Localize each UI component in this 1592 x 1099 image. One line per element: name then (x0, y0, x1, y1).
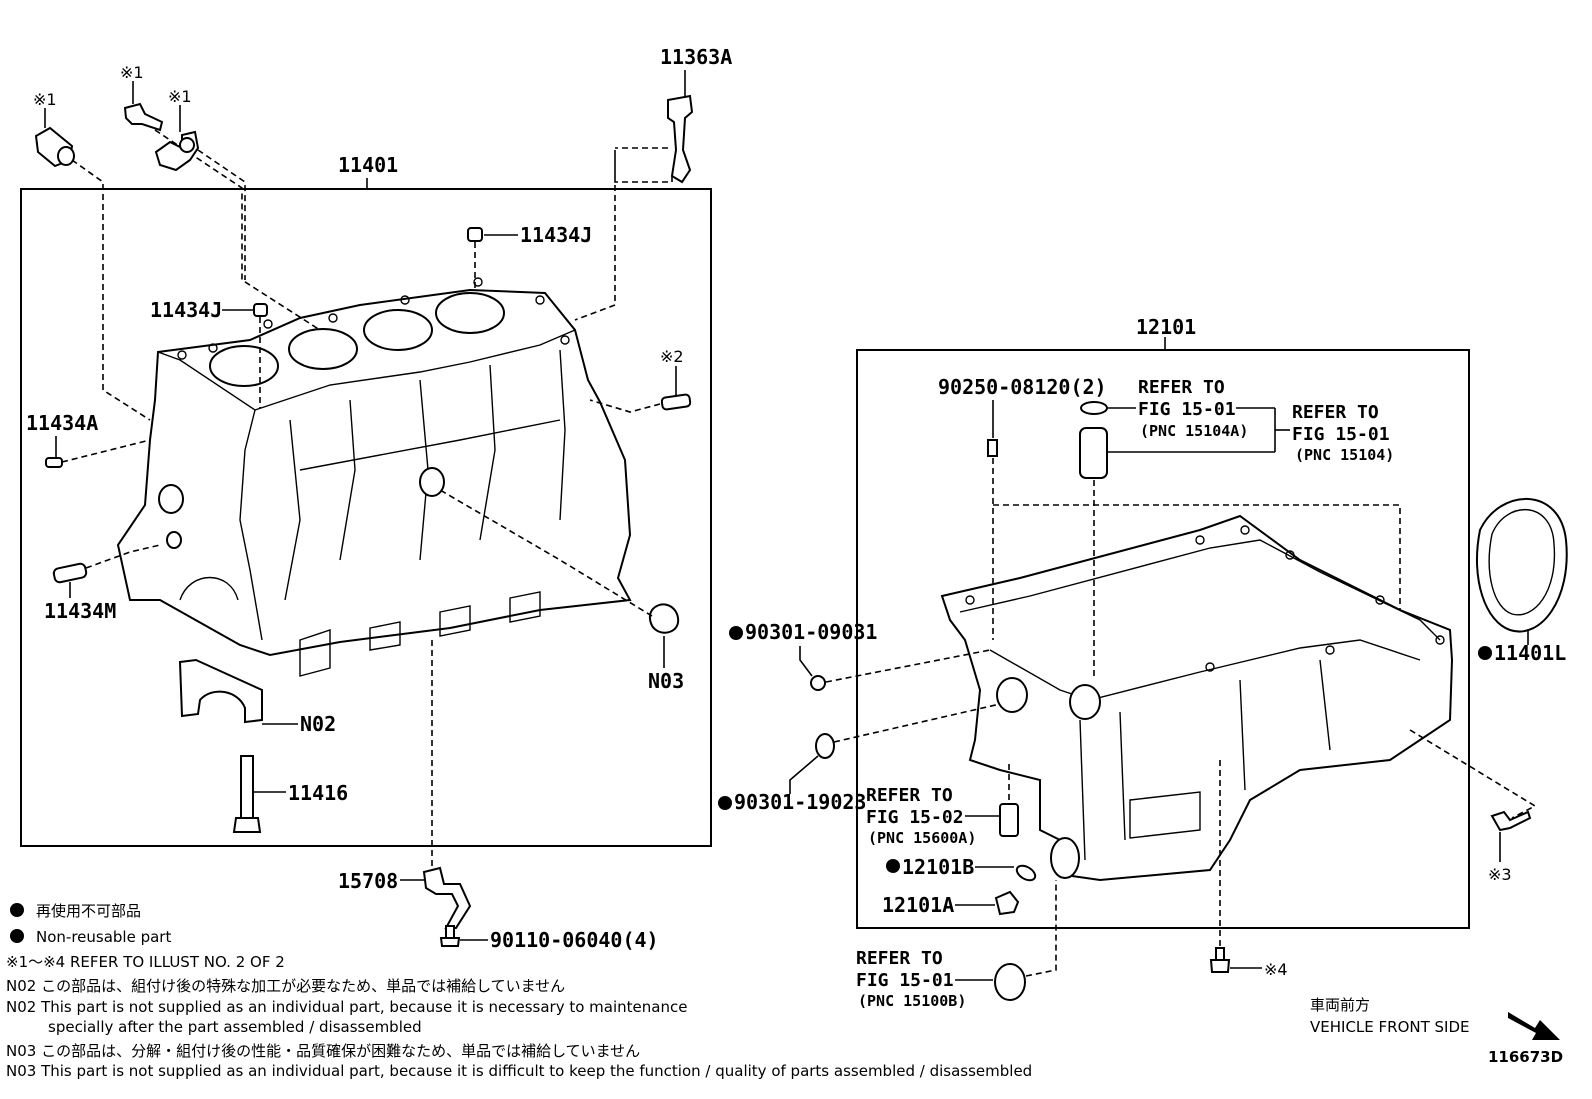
label-12101a[interactable]: 12101A (882, 893, 954, 917)
bolt-part-4 (1209, 947, 1231, 973)
filter-union (999, 803, 1019, 837)
bolt-90110 (439, 925, 461, 947)
plug-n03 (648, 603, 680, 634)
bolt-part-1 (123, 102, 164, 132)
oil-nozzle-15708 (422, 866, 472, 929)
label-90250[interactable]: 90250-08120(2) (938, 375, 1107, 399)
oil-strainer (1079, 427, 1108, 479)
legend: 再使用不可部品 Non-reusable part ※1～※4 REFER TO… (6, 902, 1032, 1080)
front-side-en: VEHICLE FRONT SIDE (1310, 1018, 1470, 1036)
label-n03[interactable]: N03 (648, 669, 684, 693)
legend-non-reusable-jp: 再使用不可部品 (36, 902, 141, 920)
label-11434m[interactable]: 11434M (44, 599, 116, 623)
legend-dot-jp (10, 903, 24, 917)
non-reusable-dot-4 (1478, 646, 1492, 660)
label-11401l[interactable]: 11401L (1494, 641, 1566, 665)
pin-11434m (52, 562, 88, 584)
front-side-jp: 車両前方 (1310, 996, 1370, 1014)
label-90110[interactable]: 90110-06040(4) (490, 928, 659, 952)
dowel-11434j-mid (253, 303, 268, 317)
o-ring-90301-19023 (815, 733, 835, 759)
bearing-cap-n02 (178, 658, 263, 724)
gasket-12101b (1015, 864, 1037, 882)
drain-plug-12101a (994, 890, 1020, 916)
pin-part-2 (660, 393, 692, 411)
svg-text:REFER TO: REFER TO (866, 785, 953, 806)
label-90301-19023[interactable]: 90301-19023 (734, 790, 866, 814)
oil-pan-frame (856, 349, 1470, 929)
mark-1a: ※1 (33, 90, 57, 109)
bolt-11416 (232, 755, 262, 833)
legend-dot-en (10, 929, 24, 943)
svg-text:(PNC 15104): (PNC 15104) (1295, 446, 1394, 464)
o-ring-strainer (1080, 401, 1108, 415)
svg-text:(PNC 15600A): (PNC 15600A) (868, 829, 976, 847)
label-11401[interactable]: 11401 (338, 153, 398, 177)
label-15708[interactable]: 15708 (338, 869, 398, 893)
label-11416[interactable]: 11416 (288, 781, 348, 805)
mark-3: ※3 (1488, 865, 1512, 884)
note-n02-jp: N02 この部品は、組付け後の特殊な加工が必要なため、単品では補給していません (6, 977, 565, 995)
refer-fig-15-01-c: REFER TO FIG 15-01 (PNC 15100B) (856, 948, 966, 1010)
label-11363a[interactable]: 11363A (660, 45, 732, 69)
note-n02-en-1: N02 This part is not supplied as an indi… (6, 998, 687, 1016)
note-n02-en-2: specially after the part assembled / dis… (48, 1018, 422, 1036)
label-n02[interactable]: N02 (300, 712, 336, 736)
cylinder-block-drawing (116, 277, 632, 677)
part-11363a-bracket (667, 94, 694, 184)
legend-non-reusable-en: Non-reusable part (36, 928, 171, 946)
label-11434a[interactable]: 11434A (26, 411, 98, 435)
non-reusable-dot-2 (718, 796, 732, 810)
non-reusable-dot-1 (729, 626, 743, 640)
svg-text:FIG 15-01: FIG 15-01 (856, 970, 954, 991)
non-reusable-dot-3 (886, 859, 900, 873)
refer-fig-15-01-a: REFER TO FIG 15-01 (PNC 15104A) (1138, 377, 1248, 440)
sensor-part-2 (154, 130, 200, 172)
label-12101[interactable]: 12101 (1136, 315, 1196, 339)
svg-text:FIG 15-01: FIG 15-01 (1138, 399, 1236, 420)
pin-11434a (45, 457, 63, 468)
o-ring-15100b (994, 963, 1026, 1001)
svg-text:REFER TO: REFER TO (856, 948, 943, 969)
label-12101b[interactable]: 12101B (902, 855, 974, 879)
svg-text:REFER TO: REFER TO (1138, 377, 1225, 398)
mark-4: ※4 (1264, 960, 1288, 979)
front-arrow-icon (1508, 1012, 1560, 1040)
mark-1c: ※1 (168, 87, 192, 106)
refer-fig-15-02: REFER TO FIG 15-02 (PNC 15600A) (866, 785, 976, 847)
cylinder-block-frame (20, 188, 712, 847)
svg-text:(PNC 15104A): (PNC 15104A) (1140, 422, 1248, 440)
oil-seal-11401l (1476, 497, 1568, 633)
label-11434j-top[interactable]: 11434J (520, 223, 592, 247)
oil-pan-drawing (940, 514, 1454, 882)
label-11434j-mid[interactable]: 11434J (150, 298, 222, 322)
svg-text:(PNC 15100B): (PNC 15100B) (858, 992, 966, 1010)
diagram-id: 116673D (1488, 1048, 1563, 1066)
note-n03-jp: N03 この部品は、分解・組付け後の性能・品質確保が困難なため、単品では補給して… (6, 1042, 640, 1060)
dowel-11434j-top (467, 227, 483, 242)
bolt-part-3 (1490, 810, 1532, 832)
sensor-part-1 (34, 126, 75, 168)
svg-text:REFER TO: REFER TO (1292, 402, 1379, 423)
svg-text:FIG 15-02: FIG 15-02 (866, 807, 964, 828)
pin-90250 (987, 439, 998, 457)
mark-1b: ※1 (120, 63, 144, 82)
refer-fig-15-01-b: REFER TO FIG 15-01 (PNC 15104) (1292, 402, 1394, 464)
legend-refer-illust: ※1～※4 REFER TO ILLUST NO. 2 OF 2 (6, 953, 285, 971)
label-90301-09031[interactable]: 90301-09031 (745, 620, 877, 644)
washer-90301-09031 (810, 675, 826, 691)
svg-text:FIG 15-01: FIG 15-01 (1292, 424, 1390, 445)
note-n03-en: N03 This part is not supplied as an indi… (6, 1062, 1032, 1080)
mark-2: ※2 (660, 347, 684, 366)
